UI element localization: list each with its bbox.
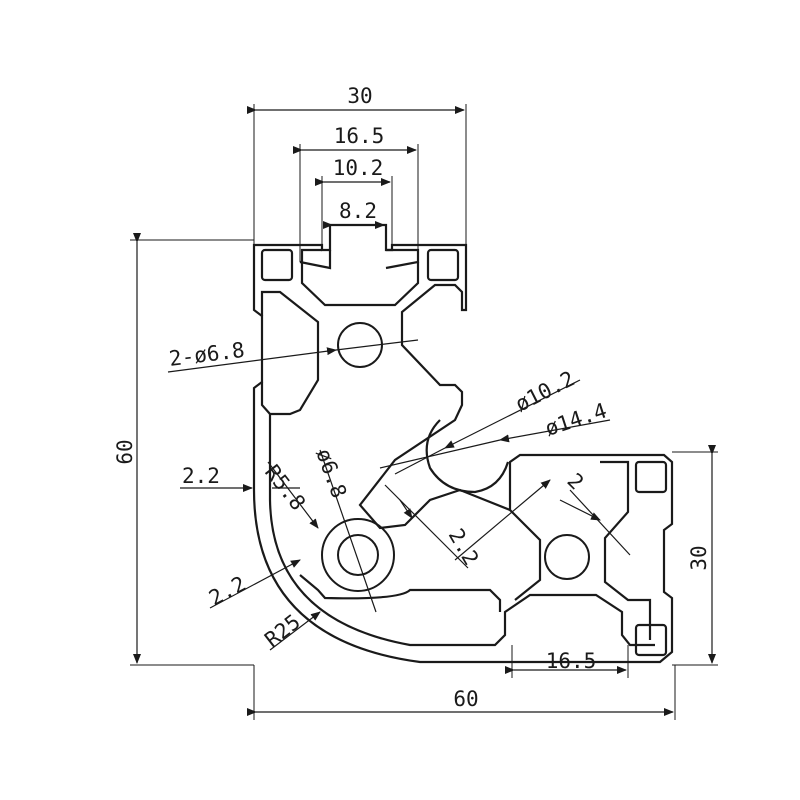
top-slot [299, 248, 420, 270]
top-center-hole [337, 322, 383, 368]
corner-hole-outer [321, 518, 395, 592]
dim-top-width: 30 [347, 84, 372, 108]
dim-corner-hole: ø6.8 [311, 446, 351, 502]
dim-right-height: 30 [687, 545, 711, 570]
lower-left-pocket [299, 574, 502, 612]
dimensions: 30 16.5 10.2 8.2 60 60 30 16.5 [113, 84, 718, 720]
dim-web-thickness: 2 [562, 469, 588, 495]
dim-rib-thickness: 2.2 [444, 525, 484, 570]
dim-slot-opening: 8.2 [339, 199, 377, 223]
profile-outline [252, 223, 674, 664]
top-slot-channel [300, 262, 420, 307]
right-center-hole [544, 534, 590, 580]
right-lower-chamber [634, 623, 668, 657]
dim-corner-bore-large: ø14.4 [542, 398, 610, 440]
right-slot [600, 460, 652, 640]
dim-bottom-slot: 16.5 [546, 649, 597, 673]
corner-bore-arc [425, 419, 510, 494]
inner-arc-web [268, 414, 655, 647]
dim-wall-lower-left: 2.2 [205, 571, 250, 610]
outer-contour [252, 223, 674, 664]
dim-overall-width: 60 [453, 687, 478, 711]
right-slot-inner [509, 509, 542, 601]
top-right-chamber [426, 248, 460, 282]
dim-outer-radius: R25 [260, 610, 305, 652]
corner-hole-inner [337, 534, 379, 576]
dim-slot-outer: 16.5 [334, 124, 385, 148]
dim-slot-inner: 10.2 [333, 156, 384, 180]
right-upper-chamber [634, 460, 668, 494]
dim-wall-left: 2.2 [182, 464, 220, 488]
left-slot [260, 290, 320, 416]
dim-center-holes: 2-ø6.8 [168, 338, 246, 371]
dim-overall-height: 60 [113, 439, 137, 464]
top-left-chamber [260, 248, 294, 282]
